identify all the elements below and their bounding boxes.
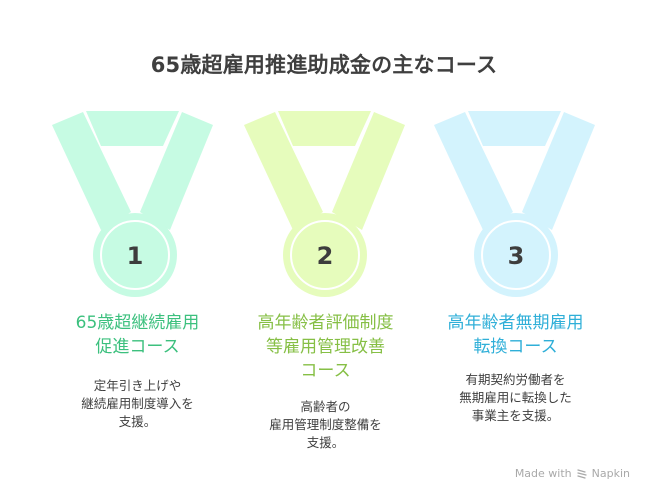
ribbon-band [468, 111, 561, 146]
course-desc-line: 支援。 [118, 414, 157, 429]
ribbon-strap-right [522, 112, 595, 230]
course-title-line: 等雇用管理改善 [266, 337, 385, 357]
course-title-line: 促進コース [95, 337, 180, 357]
course-desc-line: 事業主を支援。 [471, 408, 560, 423]
course-desc-line: 継続雇用制度導入を [81, 396, 194, 411]
made-with-label: Made with [514, 467, 572, 480]
medal-disc [93, 213, 177, 297]
course-2-title: 高年齢者評価制度 等雇用管理改善 コース [228, 311, 423, 383]
ribbon-strap-right [140, 112, 213, 230]
medal-inner-ring [290, 220, 360, 290]
medal-inner-ring [100, 220, 170, 290]
course-desc-line: 支援。 [306, 435, 345, 450]
napkin-brand-label: Napkin [591, 467, 630, 480]
course-desc-line: 雇用管理制度整備を [269, 417, 382, 432]
course-1-description: 定年引き上げや 継続雇用制度導入を 支援。 [40, 377, 235, 431]
medal-inner-ring [481, 220, 551, 290]
ribbon-band [86, 111, 179, 146]
course-title-line: コース [300, 361, 351, 381]
course-3-title: 高年齢者無期雇用 転換コース [418, 311, 613, 359]
ribbon-strap-left [434, 112, 513, 230]
ribbon-strap-left [52, 112, 131, 230]
course-2-description: 高齢者の 雇用管理制度整備を 支援。 [228, 398, 423, 452]
medal-disc [283, 213, 367, 297]
made-with-napkin-badge[interactable]: Made with Napkin [515, 467, 630, 480]
course-title-line: 高年齢者評価制度 [257, 313, 394, 333]
napkin-logo-icon [576, 468, 587, 479]
course-desc-line: 高齢者の [300, 399, 351, 414]
medal-number: 1 [127, 242, 144, 270]
medal-number: 2 [317, 242, 334, 270]
course-1-title: 65歳超継続雇用 促進コース [40, 311, 235, 359]
medal-1: 1 [52, 111, 213, 297]
course-desc-line: 定年引き上げや [93, 378, 182, 393]
medal-number: 3 [508, 242, 525, 270]
course-desc-line: 無期雇用に転換した [459, 390, 572, 405]
ribbon-strap-right [332, 112, 405, 230]
course-title-line: 高年齢者無期雇用 [447, 313, 584, 333]
medal-disc [474, 213, 558, 297]
course-desc-line: 有期契約労働者を [465, 372, 566, 387]
course-title-line: 65歳超継続雇用 [75, 313, 200, 333]
ribbon-strap-left [244, 112, 323, 230]
medal-3: 3 [434, 111, 595, 297]
course-3-description: 有期契約労働者を 無期雇用に転換した 事業主を支援。 [418, 371, 613, 425]
ribbon-band [278, 111, 371, 146]
medal-2: 2 [244, 111, 405, 297]
course-title-line: 転換コース [473, 337, 558, 357]
page-title: 65歳超雇用推進助成金の主なコース [150, 53, 498, 77]
